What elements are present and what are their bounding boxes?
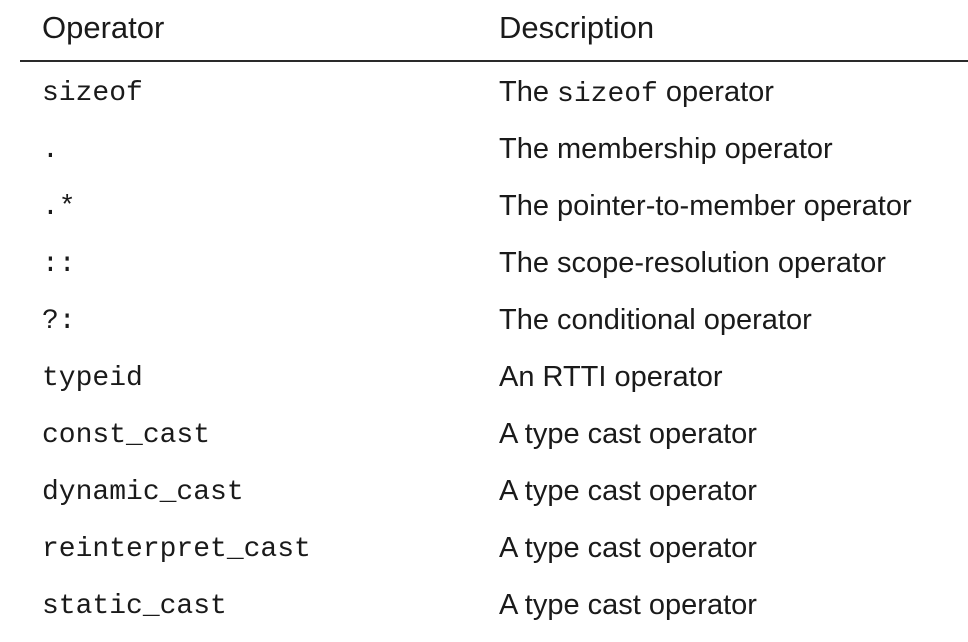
- description-cell: The conditional operator: [499, 304, 812, 336]
- description-cell: The pointer-to-member operator: [499, 190, 912, 222]
- operator-cell: sizeof: [42, 78, 143, 109]
- table-row: :: The scope-resolution operator: [0, 237, 968, 294]
- table-row: . The membership operator: [0, 123, 968, 180]
- description-cell: The scope-resolution operator: [499, 247, 886, 279]
- header-description: Description: [499, 10, 655, 45]
- table-header: Operator Description: [20, 0, 968, 62]
- table-row: ?: The conditional operator: [0, 294, 968, 351]
- table-row: static_cast A type cast operator: [0, 579, 968, 636]
- table-body: sizeof The sizeof operator . The members…: [0, 66, 968, 636]
- table-row: typeid An RTTI operator: [0, 351, 968, 408]
- description-cell: A type cast operator: [499, 475, 757, 507]
- operator-cell: .: [42, 135, 59, 166]
- operator-cell: .*: [42, 192, 76, 223]
- operator-table: Operator Description sizeof The sizeof o…: [0, 0, 968, 622]
- operator-cell: static_cast: [42, 591, 227, 622]
- table-row: const_cast A type cast operator: [0, 408, 968, 465]
- table-row: .* The pointer-to-member operator: [0, 180, 968, 237]
- header-operator: Operator: [42, 10, 165, 45]
- operator-cell: const_cast: [42, 420, 211, 451]
- table-row: reinterpret_cast A type cast operator: [0, 522, 968, 579]
- description-text: The: [499, 76, 558, 108]
- description-cell: A type cast operator: [499, 589, 757, 621]
- operator-cell: typeid: [42, 363, 143, 394]
- description-cell: A type cast operator: [499, 532, 757, 564]
- description-text: operator: [657, 76, 774, 108]
- description-cell: The sizeof operator: [499, 74, 774, 113]
- description-cell: A type cast operator: [499, 418, 757, 450]
- operator-cell: ::: [42, 249, 76, 280]
- operator-cell: ?:: [42, 306, 76, 337]
- description-code: sizeof: [557, 79, 658, 110]
- table-row: dynamic_cast A type cast operator: [0, 465, 968, 522]
- table-row: sizeof The sizeof operator: [0, 66, 968, 123]
- operator-cell: reinterpret_cast: [42, 534, 311, 565]
- operator-cell: dynamic_cast: [42, 477, 244, 508]
- description-cell: The membership operator: [499, 133, 833, 165]
- description-cell: An RTTI operator: [499, 361, 723, 393]
